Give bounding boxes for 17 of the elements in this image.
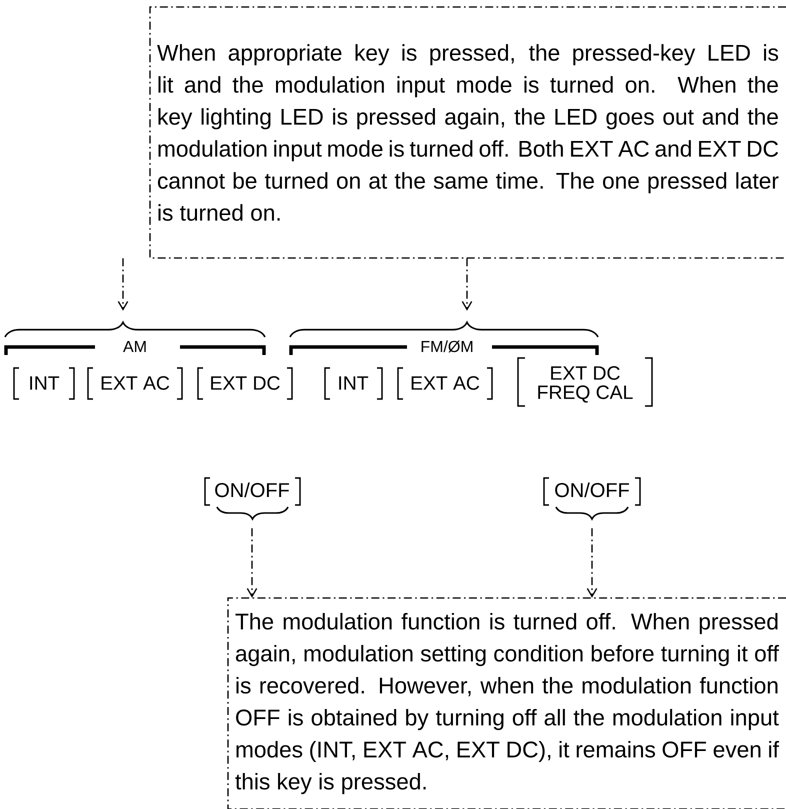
arrow [586, 528, 598, 598]
arrow [246, 528, 258, 598]
braced-group: FM/ØM [289, 322, 599, 355]
key-label: EXT AC [397, 367, 493, 400]
key-label: INT [13, 367, 75, 400]
arrow [462, 258, 472, 311]
key-label: EXT DC [551, 366, 620, 380]
note-box: The modulation function is turned off. When pressed again, modulation setting condition before turning it off is recovered. However, when the modulation function OFF is obtained by turning off all the modulation input modes (INT, EXT AC, EXT DC), it remains OFF even if this key is pressed. [227, 597, 786, 809]
arrow [118, 258, 128, 311]
note-box: When appropriate key is pressed, the pressed-key LED is lit and the modulation input mode is turned on. When the key lighting LED is pressed again, the LED goes out and the modulation input mode is turned off. Both EXT AC and EXT DC cannot be turned on at the same time. The one pressed later is turned on. [149, 6, 786, 259]
key-label: INT [324, 367, 383, 400]
switch-key: ON/OFF [204, 477, 301, 520]
braced-group: AM [4, 322, 266, 355]
key-label: EXT AC [87, 367, 183, 400]
key-label: EXT DC [197, 367, 293, 400]
key-label: FREQ CAL [538, 385, 633, 403]
switch-key: ON/OFF [543, 477, 641, 520]
